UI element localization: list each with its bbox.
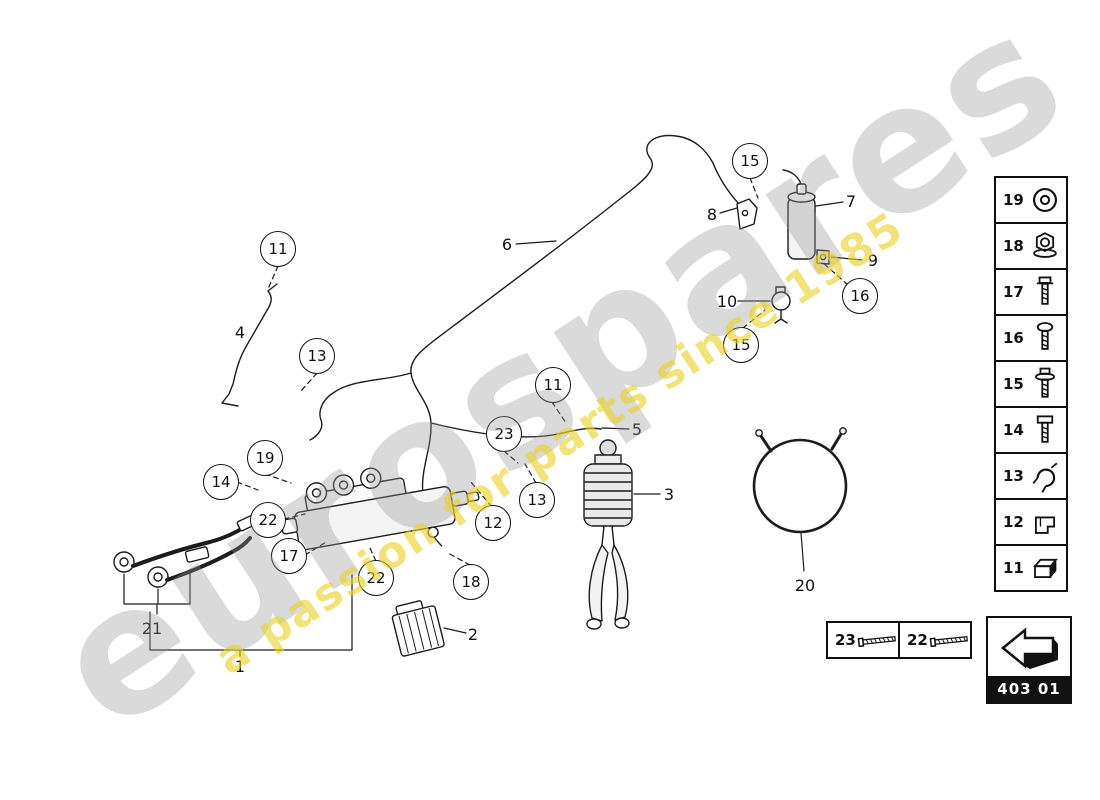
long-bolt-icon <box>857 631 901 649</box>
sidebar-part-15[interactable]: 15 <box>994 360 1068 408</box>
part-number: 11 <box>1003 559 1024 577</box>
direction-arrow-icon <box>988 618 1070 676</box>
callout-5[interactable]: 5 <box>631 420 643 439</box>
callout-13[interactable]: 13 <box>519 482 555 518</box>
callout-20[interactable]: 20 <box>794 576 816 595</box>
washer-icon <box>1025 180 1064 220</box>
legend-part-22[interactable]: 22 <box>898 621 972 659</box>
callout-2[interactable]: 2 <box>467 625 479 644</box>
part-number: 17 <box>1003 283 1024 301</box>
callout-3[interactable]: 3 <box>663 485 675 504</box>
sidebar-part-13[interactable]: 13 <box>994 452 1068 500</box>
clamp-icon <box>1025 456 1064 496</box>
callout-7[interactable]: 7 <box>845 192 857 211</box>
callout-23[interactable]: 23 <box>486 416 522 452</box>
callout-14[interactable]: 14 <box>203 464 239 500</box>
sidebar-part-12[interactable]: 12 <box>994 498 1068 546</box>
diagram-code: 403 01 <box>988 676 1070 702</box>
part-number: 15 <box>1003 375 1024 393</box>
long-bolt-icon <box>929 631 973 649</box>
part-number: 19 <box>1003 191 1024 209</box>
callout-16[interactable]: 16 <box>842 278 878 314</box>
flange-nut-icon <box>1025 226 1064 266</box>
callout-8[interactable]: 8 <box>706 205 718 224</box>
callout-22[interactable]: 22 <box>358 560 394 596</box>
screw-washer-icon <box>1025 364 1064 404</box>
callout-11[interactable]: 11 <box>535 367 571 403</box>
bolt-icon <box>1025 410 1064 450</box>
part-number: 13 <box>1003 467 1024 485</box>
callout-10[interactable]: 10 <box>716 292 738 311</box>
callout-19[interactable]: 19 <box>247 440 283 476</box>
sidebar-part-17[interactable]: 17 <box>994 268 1068 316</box>
screw-icon <box>1025 272 1064 312</box>
sidebar-part-16[interactable]: 16 <box>994 314 1068 362</box>
sidebar-part-18[interactable]: 18 <box>994 222 1068 270</box>
callout-22[interactable]: 22 <box>250 502 286 538</box>
clip-icon <box>1025 502 1064 542</box>
callout-1[interactable]: 1 <box>234 657 246 676</box>
diagram-ref-box[interactable]: 403 01 <box>986 616 1072 704</box>
sidebar-part-14[interactable]: 14 <box>994 406 1068 454</box>
callout-4[interactable]: 4 <box>234 323 246 342</box>
callout-6[interactable]: 6 <box>501 235 513 254</box>
callout-21[interactable]: 21 <box>141 619 163 638</box>
sidebar-part-19[interactable]: 19 <box>994 176 1068 224</box>
part-number: 16 <box>1003 329 1024 347</box>
part-number: 23 <box>835 631 856 649</box>
callout-15[interactable]: 15 <box>723 327 759 363</box>
sidebar-part-11[interactable]: 11 <box>994 544 1068 592</box>
part-number: 12 <box>1003 513 1024 531</box>
block-icon <box>1025 548 1064 588</box>
callout-9[interactable]: 9 <box>867 251 879 270</box>
callout-15[interactable]: 15 <box>732 143 768 179</box>
callout-12[interactable]: 12 <box>475 505 511 541</box>
legend-part-23[interactable]: 23 <box>826 621 900 659</box>
callout-18[interactable]: 18 <box>453 564 489 600</box>
screw-pan-icon <box>1025 318 1064 358</box>
part-number: 14 <box>1003 421 1024 439</box>
callout-13[interactable]: 13 <box>299 338 335 374</box>
callout-11[interactable]: 11 <box>260 231 296 267</box>
part-number: 22 <box>907 631 928 649</box>
part-number: 18 <box>1003 237 1024 255</box>
callout-17[interactable]: 17 <box>271 538 307 574</box>
